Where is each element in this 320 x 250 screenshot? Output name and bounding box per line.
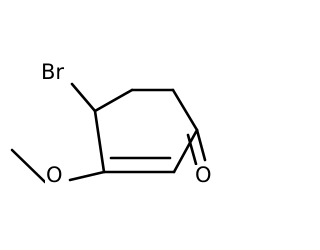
bond-c3-o [68, 170, 106, 182]
bromine-atom-label: Br [40, 60, 66, 84]
bond-c3-c4 [93, 109, 106, 174]
bond-c4-br [70, 82, 97, 113]
bond-c1-o-a [195, 128, 207, 162]
bond-o-methyl [10, 148, 47, 184]
carbonyl-oxygen-atom-label: O [194, 163, 213, 187]
bond-c4-c5 [93, 88, 134, 113]
ether-oxygen-atom-label: O [45, 163, 64, 187]
bond-c1-c2 [172, 128, 199, 174]
molecule-diagram [10, 82, 207, 184]
structure-canvas: Br O O [10, 60, 213, 187]
bond-c1-o-b [186, 133, 198, 166]
bond-c6-c1 [171, 88, 199, 132]
